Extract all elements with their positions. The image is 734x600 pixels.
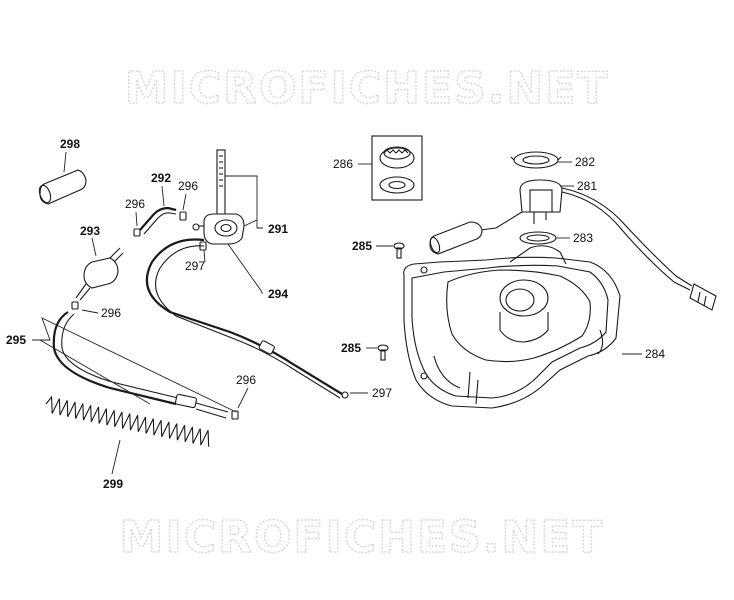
callout-296-d: 296 xyxy=(236,373,256,387)
callout-285-b: 285 xyxy=(341,341,361,355)
callout-281: 281 xyxy=(577,179,597,193)
callout-293: 293 xyxy=(80,224,100,238)
part-293-fuel-filter[interactable] xyxy=(75,247,124,301)
callout-282: 282 xyxy=(575,155,595,169)
part-296-clamp-b[interactable] xyxy=(179,211,187,221)
callout-296-c: 296 xyxy=(101,306,121,320)
part-296-clamp-a[interactable] xyxy=(133,228,141,237)
part-285-bolt-a[interactable] xyxy=(393,242,405,259)
watermark-bottom: MICROFICHES.NET xyxy=(120,512,605,563)
callout-299: 299 xyxy=(103,477,123,491)
part-294-fuel-hose[interactable] xyxy=(145,238,349,399)
callout-286: 286 xyxy=(333,157,353,171)
callout-297-a: 297 xyxy=(185,259,205,273)
callout-296-b: 296 xyxy=(178,179,198,193)
part-292-elbow[interactable] xyxy=(139,206,177,235)
part-298-sleeve[interactable] xyxy=(37,169,87,205)
part-282-ring[interactable] xyxy=(510,151,562,169)
part-285-bolt-b[interactable] xyxy=(377,344,389,361)
part-281-fuel-sender[interactable] xyxy=(429,179,717,311)
callout-284: 284 xyxy=(645,347,665,361)
callout-297-b: 297 xyxy=(372,386,392,400)
part-284-fuel-tank[interactable] xyxy=(403,245,621,409)
callout-291: 291 xyxy=(268,222,288,236)
callout-285-a: 285 xyxy=(352,239,372,253)
callout-292: 292 xyxy=(151,171,171,185)
callout-294: 294 xyxy=(268,287,288,301)
part-299-spring[interactable] xyxy=(44,395,212,447)
part-283-gasket[interactable] xyxy=(519,231,557,245)
part-291-fuel-valve[interactable] xyxy=(192,149,245,245)
part-286-fuel-cap[interactable] xyxy=(371,135,423,201)
callout-296-a: 296 xyxy=(125,197,145,211)
callout-283: 283 xyxy=(573,231,593,245)
callout-295: 295 xyxy=(6,333,26,347)
callout-298: 298 xyxy=(60,137,80,151)
watermark-top: MICROFICHES.NET xyxy=(125,63,610,114)
